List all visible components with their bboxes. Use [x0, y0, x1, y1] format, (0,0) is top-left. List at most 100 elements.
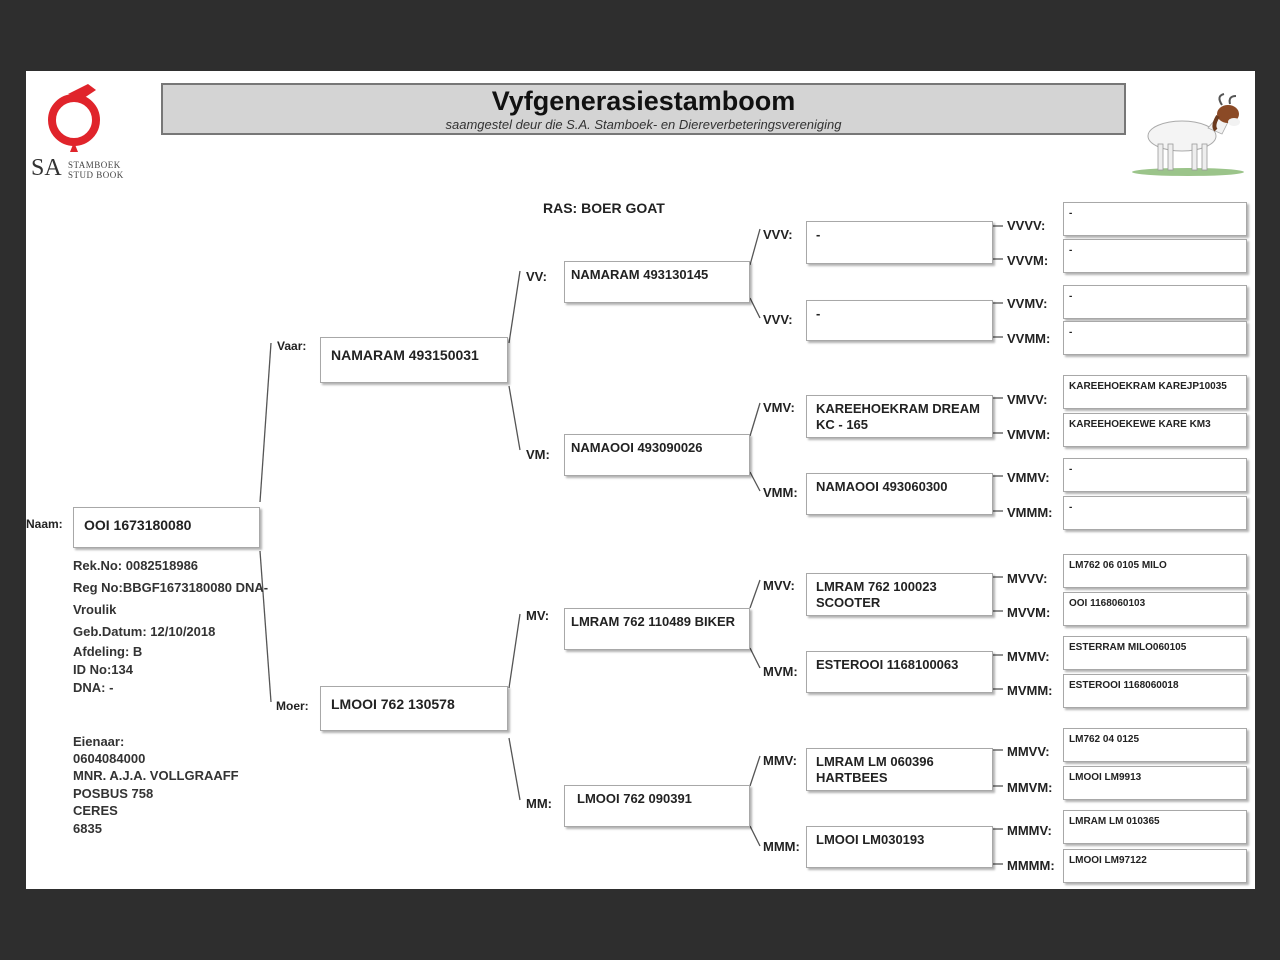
gen4-box: -	[1063, 321, 1247, 355]
gen4-name: LM762 06 0105 MILO	[1069, 560, 1167, 571]
gen2-label: MM:	[526, 796, 552, 811]
gen4-name: -	[1069, 502, 1073, 513]
gen3-name: -	[816, 306, 821, 321]
gen4-name: -	[1069, 327, 1073, 338]
gen4-label: VMMV:	[1007, 470, 1050, 485]
gen4-name: ESTEROOI 1168060018	[1069, 680, 1179, 691]
gen3-name: LMRAM LM 060396 HARTBEES	[816, 754, 934, 786]
gen4-box: KAREEHOEKRAM KAREJP10035	[1063, 375, 1247, 409]
gen3-name: LMOOI LM030193	[816, 832, 925, 847]
gen4-box: LMOOI LM97122	[1063, 849, 1247, 883]
sire-box: NAMARAM 493150031	[320, 337, 508, 383]
owner-label: Eienaar:	[73, 734, 125, 749]
gen3-name: NAMAOOI 493060300	[816, 479, 948, 494]
gen2-box: NAMARAM 493130145	[564, 261, 750, 303]
logo-text-line1: STAMBOEK	[68, 160, 121, 170]
dam-label: Moer:	[276, 699, 309, 713]
gen3-box: -	[806, 300, 993, 341]
gen4-name: KAREEHOEKRAM KAREJP10035	[1069, 381, 1227, 392]
logo-text-line2: STUD BOOK	[68, 170, 124, 180]
page-title: Vyfgenerasiestamboom	[491, 86, 796, 116]
gen3-label: MVV:	[763, 578, 795, 593]
gen3-label: VMV:	[763, 400, 795, 415]
gen4-label: VVVV:	[1007, 218, 1046, 233]
gen4-label: MVVM:	[1007, 605, 1051, 620]
gen4-box: ESTEROOI 1168060018	[1063, 674, 1247, 708]
gen4-label: VMVM:	[1007, 427, 1051, 442]
gen4-box: -	[1063, 285, 1247, 319]
gen4-label: MMMM:	[1007, 858, 1055, 873]
gen3-label: VVV:	[763, 227, 793, 242]
gen4-name: OOI 1168060103	[1069, 598, 1146, 609]
owner-line: 0604084000	[73, 751, 146, 766]
gen4-box: LMOOI LM9913	[1063, 766, 1247, 800]
page-subtitle: saamgestel deur die S.A. Stamboek- en Di…	[445, 117, 842, 132]
logo-mark: SA	[31, 155, 62, 181]
gen2-name: NAMAOOI 493090026	[571, 440, 703, 455]
gen4-box: LM762 06 0105 MILO	[1063, 554, 1247, 588]
gen3-name: LMRAM 762 100023 SCOOTER	[816, 579, 937, 611]
gen4-label: VVMM:	[1007, 331, 1051, 346]
gen4-box: -	[1063, 458, 1247, 492]
gen4-label: MMMV:	[1007, 823, 1052, 838]
gen2-label: MV:	[526, 608, 550, 623]
gen4-box: LMRAM LM 010365	[1063, 810, 1247, 844]
gen4-box: LM762 04 0125	[1063, 728, 1247, 762]
owner-line: 6835	[73, 821, 102, 836]
gen4-name: -	[1069, 291, 1073, 302]
breed-label: RAS: BOER GOAT	[543, 200, 665, 216]
gen4-box: -	[1063, 239, 1247, 273]
gen4-name: ESTERRAM MILO060105	[1069, 642, 1187, 653]
gen3-label: MMV:	[763, 753, 797, 768]
owner-line: POSBUS 758	[73, 786, 154, 801]
gen4-name: LMOOI LM97122	[1069, 855, 1147, 866]
gen4-label: VMMM:	[1007, 505, 1053, 520]
gen4-label: MMVV:	[1007, 744, 1050, 759]
gen4-name: -	[1069, 245, 1073, 256]
animal-name-label: Naam:	[26, 517, 63, 531]
gen3-label: MMM:	[763, 839, 800, 854]
gen4-label: MVVV:	[1007, 571, 1048, 586]
gen4-label: VMVV:	[1007, 392, 1048, 407]
title-bar: Vyfgenerasiestamboom saamgestel deur die…	[161, 83, 1126, 135]
gen2-name: NAMARAM 493130145	[571, 267, 709, 282]
gen4-name: LM762 04 0125	[1069, 734, 1140, 745]
gen3-name: KAREEHOEKRAM DREAM KC - 165	[816, 401, 980, 433]
gen4-name: LMOOI LM9913	[1069, 772, 1142, 783]
gen3-box: -	[806, 221, 993, 264]
owner-line: MNR. A.J.A. VOLLGRAAFF	[73, 768, 239, 783]
gen3-name: ESTEROOI 1168100063	[816, 657, 959, 672]
animal-birth-date: Geb.Datum: 12/10/2018	[73, 624, 216, 639]
animal-id-no: ID No:134	[73, 662, 133, 677]
gen4-name: -	[1069, 208, 1073, 219]
animal-reg-no: Reg No:BBGF1673180080 DNA-	[73, 580, 269, 595]
sire-label: Vaar:	[277, 339, 307, 353]
gen3-box: NAMAOOI 493060300	[806, 473, 993, 515]
gen4-name: LMRAM LM 010365	[1069, 816, 1160, 827]
gen3-box: KAREEHOEKRAM DREAM KC - 165	[806, 395, 993, 438]
gen2-box: LMOOI 762 090391	[564, 785, 750, 827]
sa-studbook-logo-icon	[48, 84, 100, 152]
gen3-box: ESTEROOI 1168100063	[806, 651, 993, 693]
gen4-name: KAREEHOEKEWE KARE KM3	[1069, 419, 1211, 430]
pedigree-sheet	[26, 71, 1255, 889]
gen4-label: VVVM:	[1007, 253, 1049, 268]
gen4-box: -	[1063, 496, 1247, 530]
gen3-label: MVM:	[763, 664, 798, 679]
gen3-name: -	[816, 227, 821, 242]
gen3-box: LMRAM 762 100023 SCOOTER	[806, 573, 993, 616]
gen4-box: -	[1063, 202, 1247, 236]
boer-goat-icon	[1132, 93, 1244, 176]
gen4-label: MMVM:	[1007, 780, 1053, 795]
animal-dna: DNA: -	[73, 680, 114, 695]
animal-rek-no: Rek.No: 0082518986	[73, 558, 199, 573]
animal-section: Afdeling: B	[73, 644, 143, 659]
gen4-name: -	[1069, 464, 1073, 475]
gen4-box: ESTERRAM MILO060105	[1063, 636, 1247, 670]
gen2-name: LMRAM 762 110489 BIKER	[571, 614, 736, 629]
animal-name-box: OOI 1673180080	[73, 507, 260, 548]
gen2-label: VV:	[526, 269, 547, 284]
animal-sex: Vroulik	[73, 602, 117, 617]
gen2-box: NAMAOOI 493090026	[564, 434, 750, 476]
gen3-label: VMM:	[763, 485, 798, 500]
